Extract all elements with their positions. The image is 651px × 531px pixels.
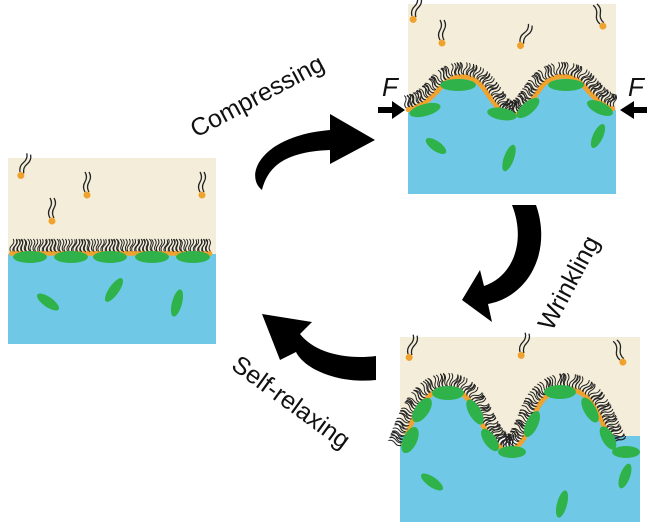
lipid-head	[126, 250, 133, 257]
protein	[409, 102, 441, 118]
compressed-panel	[403, 0, 618, 194]
protein	[425, 137, 447, 155]
dissolved-proteins	[420, 463, 632, 518]
lipid-head	[198, 191, 206, 199]
protein-layer	[409, 79, 613, 121]
protein	[523, 411, 541, 437]
lipid-molecule	[588, 81, 602, 97]
lipid-head	[405, 353, 413, 361]
protein	[587, 99, 613, 117]
protein	[555, 490, 569, 518]
lipid-layer	[403, 61, 618, 118]
lipid-head	[619, 358, 627, 366]
curved-arrow-icon	[255, 114, 375, 190]
dissolved-proteins	[36, 278, 184, 317]
flat-monolayer-panel	[8, 153, 216, 344]
curved-arrow-icon	[262, 314, 376, 381]
compressing-arrow	[255, 114, 375, 190]
lipid-head	[48, 217, 56, 225]
protein	[440, 79, 476, 91]
lipid-molecule	[462, 62, 471, 80]
protein	[401, 426, 419, 454]
arrow-right-icon	[378, 101, 405, 119]
lipid-head	[517, 351, 525, 359]
lipid-head	[599, 22, 607, 30]
lipid-head	[9, 250, 15, 257]
protein	[432, 386, 464, 400]
protein	[104, 278, 124, 302]
lipid-head	[17, 172, 25, 180]
protein	[412, 397, 432, 423]
protein	[170, 289, 184, 317]
protein	[176, 251, 210, 263]
protein	[93, 251, 127, 263]
lipid-head	[438, 39, 446, 47]
lipid-head	[89, 250, 95, 257]
lipid-head	[83, 191, 91, 199]
lipid-molecule	[600, 413, 617, 427]
lipid-head	[455, 74, 461, 80]
wrinkling-arrow	[462, 205, 542, 322]
lipid-molecule	[450, 62, 458, 81]
protein	[516, 97, 540, 119]
lipid-head	[409, 15, 417, 23]
lipid-head	[47, 250, 53, 257]
lipid-head	[168, 250, 175, 257]
protein	[487, 107, 517, 121]
lipid-molecule	[609, 93, 618, 112]
protein	[612, 446, 640, 458]
air-phase	[8, 158, 216, 254]
protein	[54, 251, 88, 263]
arrow-left-icon	[620, 101, 647, 119]
protein	[599, 426, 617, 450]
force-arrow-right: F	[620, 72, 647, 119]
protein	[548, 79, 584, 91]
lipid-head	[560, 73, 566, 80]
protein-layer	[401, 385, 640, 458]
force-arrow-left: F	[378, 72, 405, 119]
protein	[13, 251, 47, 263]
protein	[420, 473, 444, 491]
lipid-molecule	[126, 238, 134, 257]
wrinkled-panel	[388, 332, 640, 522]
protein	[590, 124, 606, 148]
protein-layer	[13, 251, 210, 263]
self-relaxing-arrow	[262, 314, 376, 381]
force-label-left: F	[382, 72, 400, 102]
lipid-molecule	[87, 238, 95, 257]
protein	[481, 428, 499, 452]
protein	[502, 144, 516, 172]
lipid-molecule	[9, 238, 18, 257]
protein	[466, 399, 484, 425]
protein	[498, 446, 526, 458]
protein	[544, 385, 576, 399]
free-lipids	[409, 0, 607, 50]
water-phase	[408, 77, 616, 194]
force-label-right: F	[628, 72, 646, 102]
lipid-molecule	[506, 433, 523, 447]
wrinkling-label: Wrinkling	[533, 231, 606, 335]
lipid-molecule	[205, 238, 213, 257]
curved-arrow-icon	[462, 205, 542, 322]
free-lipids	[405, 332, 627, 366]
protein	[36, 293, 60, 311]
compressing-label: Compressing	[186, 49, 329, 143]
lipid-head	[517, 42, 525, 50]
protein	[135, 251, 169, 263]
lipid-head	[130, 250, 137, 257]
protein	[581, 397, 599, 423]
protein	[618, 463, 632, 489]
free-lipids	[17, 153, 207, 225]
dissolved-proteins	[425, 124, 606, 172]
lipid-molecule	[591, 84, 605, 100]
